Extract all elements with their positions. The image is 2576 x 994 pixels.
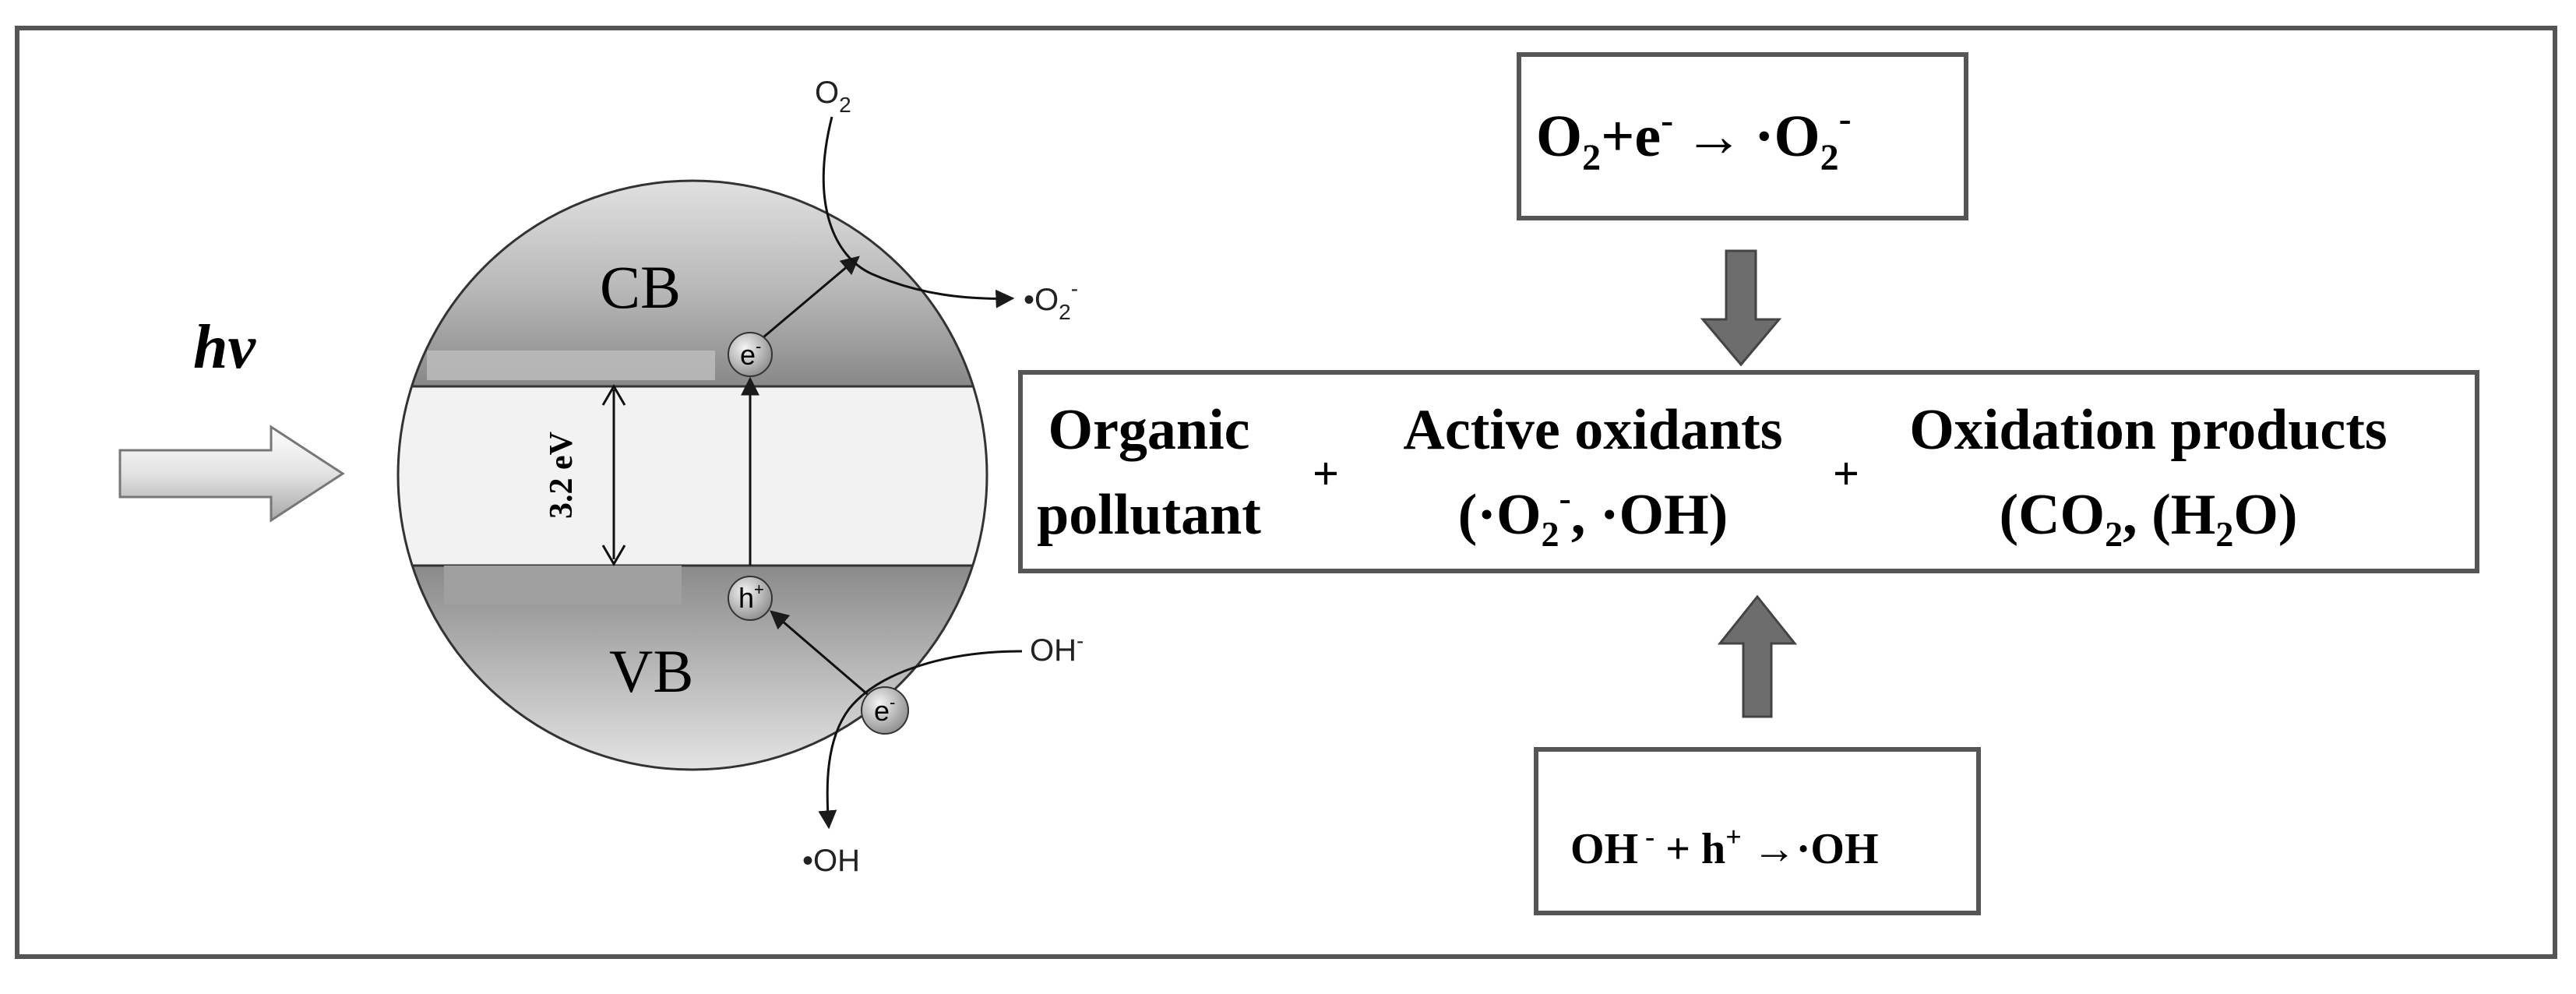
top-reaction-box (1517, 52, 1968, 220)
superoxide-label: •O2- (1024, 277, 1078, 324)
hydroxyl-radical-label: •OH (802, 844, 860, 878)
hydroxide-label: OH- (1030, 629, 1084, 668)
main-equation-box (1018, 370, 2479, 573)
band-gap (398, 386, 987, 566)
hydroxide-oxidation-curve (818, 650, 1023, 830)
oxidation-products-label: Oxidation products (1909, 398, 2387, 462)
light-symbol-hv: hv (193, 313, 256, 382)
oh-electron-label: e- (874, 693, 895, 727)
oh-to-hole-arrow (770, 610, 872, 699)
main-equation: Organic pollutant + Active oxidants (·O2… (1037, 398, 2387, 554)
cb-electron (728, 332, 773, 377)
oxidation-products-species: (CO2, (H2O) (1999, 483, 2297, 554)
plus-sign-1: + (1313, 448, 1339, 499)
cb-label: CB (600, 253, 681, 321)
active-oxidants-species: (·O2-, ·OH) (1458, 478, 1728, 554)
vb-label: VB (609, 637, 693, 705)
particle-outline (396, 179, 988, 771)
electron-to-o2-arrow (758, 256, 860, 343)
hydroxyl-reaction: OH - + h+ →·OH (1570, 821, 1879, 873)
plus-sign-2: + (1833, 448, 1859, 499)
light-arrow (118, 425, 345, 523)
pollutant-label: pollutant (1037, 483, 1261, 547)
bandgap-label: 3.2 eV (544, 432, 580, 519)
vb-hole-label: h+ (738, 580, 764, 614)
bottom-reaction-box (1534, 747, 1981, 915)
o2-label: O2 (815, 76, 851, 117)
o2-reduction-curve (822, 116, 1015, 308)
vb-hole (728, 576, 773, 621)
up-block-arrow (1717, 594, 1798, 718)
active-oxidants-label: Active oxidants (1403, 398, 1782, 462)
superoxide-reaction: O2+e-→·O2- (1536, 98, 1852, 178)
organic-label: Organic (1048, 398, 1250, 462)
cb-electron-label: e- (740, 337, 761, 371)
oh-electron (861, 686, 909, 735)
down-block-arrow (1700, 249, 1782, 367)
